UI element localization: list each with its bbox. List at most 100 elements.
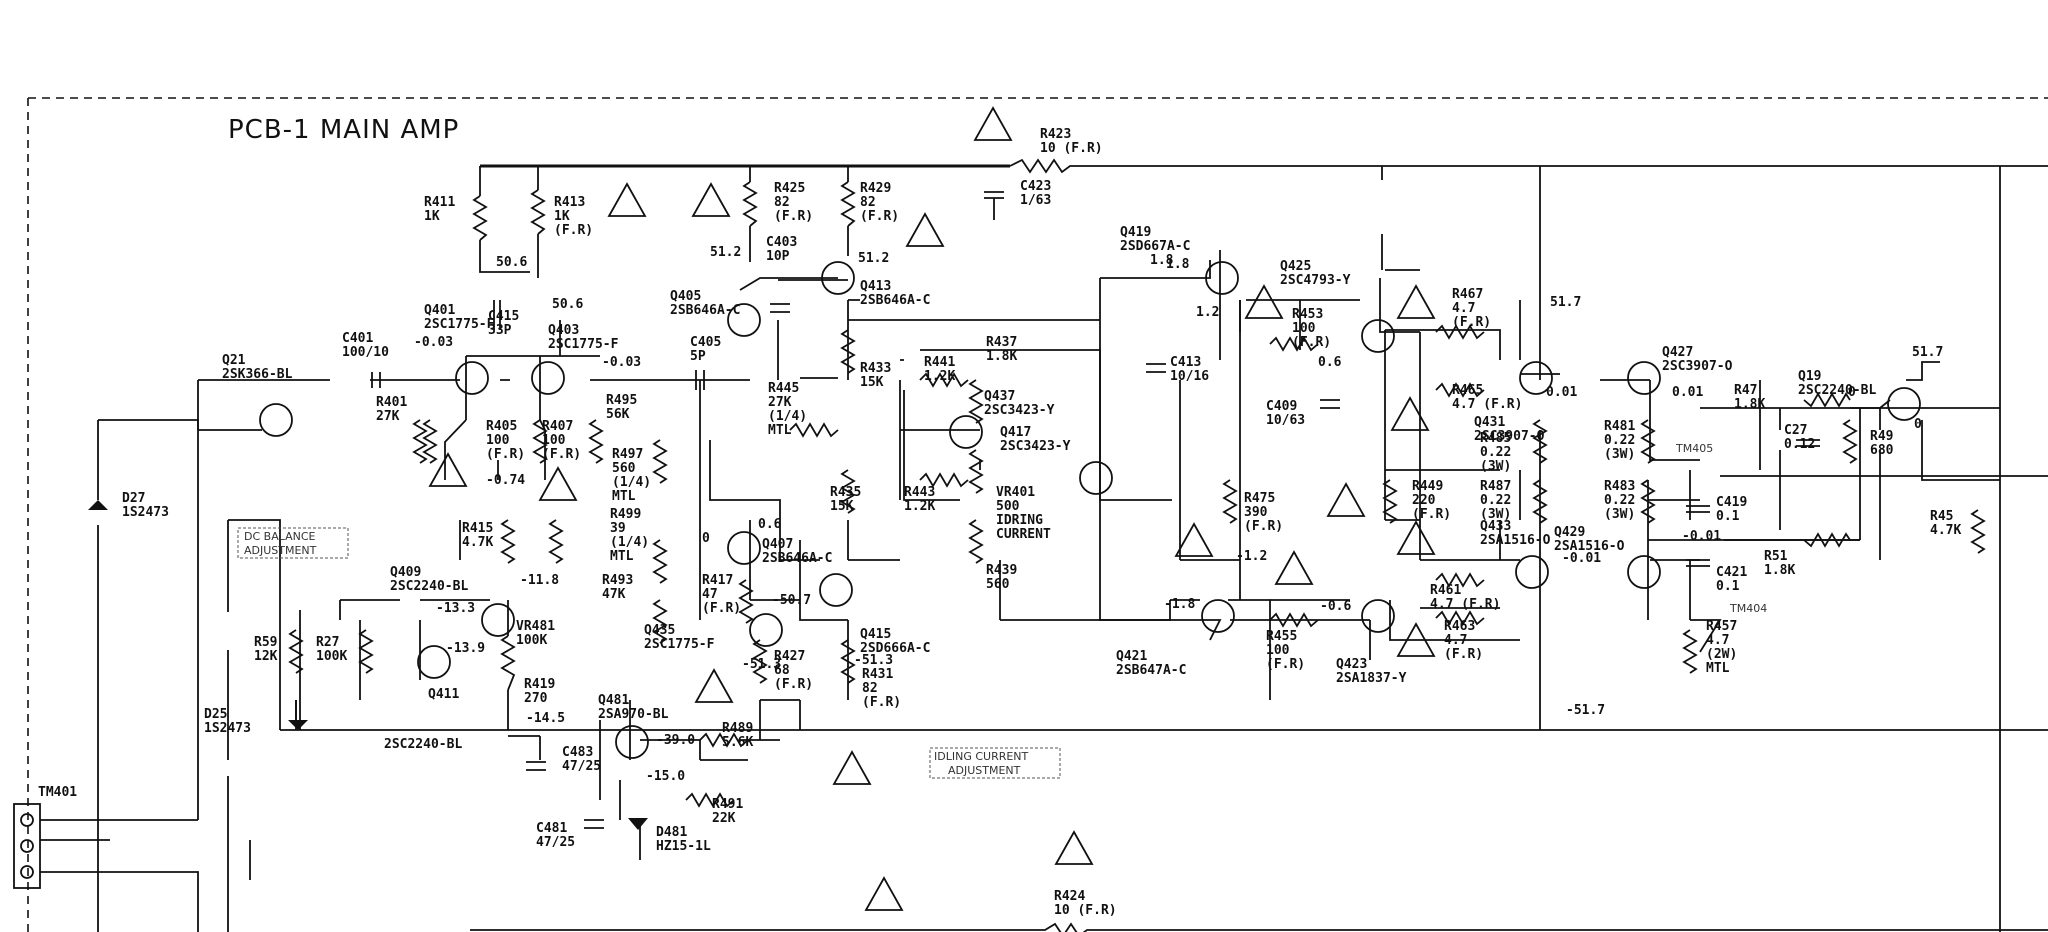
transistor-q21 [259,403,293,437]
label-line: 10P [766,249,790,264]
label-line: 560 [612,461,636,476]
label-line: VR401 [996,485,1035,500]
label-line: 2SC2240-BL [384,737,462,752]
resistor-r49 [1842,419,1858,464]
label-line: 2SB646A-C [762,551,832,566]
resistor-r435 [840,469,856,514]
label-line: (F.R) [1266,657,1305,672]
label-line: 100 [542,433,566,448]
label-line: (F.R) [1444,647,1483,662]
resistor-r429 [840,181,856,227]
label-line: Q423 [1336,657,1367,672]
label-line: 15K [830,499,854,514]
label-line: Q435 [644,623,675,638]
label-line: (F.R) [542,447,581,462]
warning-icon [1390,396,1430,431]
voltage-v4: 51.2 [858,251,889,266]
label-line: C403 [766,235,797,250]
voltage-v25: -50.7 [772,593,811,608]
label-line: R49 [1870,429,1893,444]
label-line: R429 [860,181,891,196]
label-line: R489 [722,721,753,736]
label-line: (F.R) [1412,507,1451,522]
label-line: R47 [1734,383,1757,398]
resistor-r495 [588,419,604,464]
voltage-v15: 0 [1848,385,1856,400]
transistor-q401 [455,361,489,395]
label-line: 0.12 [1784,437,1815,452]
label-line: 4.7 (F.R) [1452,397,1522,412]
voltage-v5: 1.8 [1166,257,1190,272]
label-line: 47/25 [562,759,601,774]
label-line: 22K [712,811,736,826]
resistor-r425 [742,181,758,227]
resistor-r491 [685,792,735,808]
warning-icon [1274,550,1314,585]
power-rails [280,158,2048,932]
transistor-q425 [1361,319,1395,353]
label-line: R411 [424,195,455,210]
warning-icon [428,452,468,487]
label-line: 27K [376,409,400,424]
voltage-v11: -0.03 [414,335,453,350]
transistor-q405 [727,303,761,337]
label-line: R499 [610,507,641,522]
label-line: R481 [1604,419,1635,434]
dc-balance-note: ADJUSTMENT [244,544,317,557]
label-line: 0.1 [1716,509,1740,524]
label-line: R423 [1040,127,1071,142]
voltage-v32: -39.0 [656,733,695,748]
label-line: 4.7 [1452,301,1475,316]
label-line: D27 [122,491,145,506]
label-line: 5.6K [722,735,753,750]
label-line: 15K [860,375,884,390]
warning-icon [832,750,872,785]
label-line: 100 [1292,321,1316,336]
label-line: Q437 [984,389,1015,404]
label-line: 47 [702,587,718,602]
label-line: (1/4) [610,535,649,550]
idling-note: IDLING CURRENT [934,750,1029,763]
resistor-r411 [472,195,488,241]
resistor-r481 [1640,419,1656,464]
label-line: (F.R) [554,223,593,238]
transistor-q413 [821,261,855,295]
label-line: 4.7 [1444,633,1467,648]
resistor-r441 [919,372,969,388]
warning-icon [973,106,1013,141]
label-line: R425 [774,181,805,196]
warning-icon [538,466,578,501]
voltage-v27: -0.6 [1320,599,1351,614]
label-line: 680 [1870,443,1894,458]
label-line: CURRENT [996,527,1051,542]
label-line: 33P [488,323,512,338]
label-line: 2SB646A-C [860,293,930,308]
resistor-r475 [1222,479,1238,524]
label-line: R441 [924,355,955,370]
label-line: 2SK366-BL [222,367,293,382]
voltage-v17: -0.74 [486,473,525,488]
label-line: R475 [1244,491,1275,506]
capacitor-c401 [371,372,381,388]
label-line: R463 [1444,619,1475,634]
label-line: 10 (F.R) [1054,903,1117,918]
capacitor-c421 [1686,559,1710,567]
label-line: 1.2K [904,499,935,514]
